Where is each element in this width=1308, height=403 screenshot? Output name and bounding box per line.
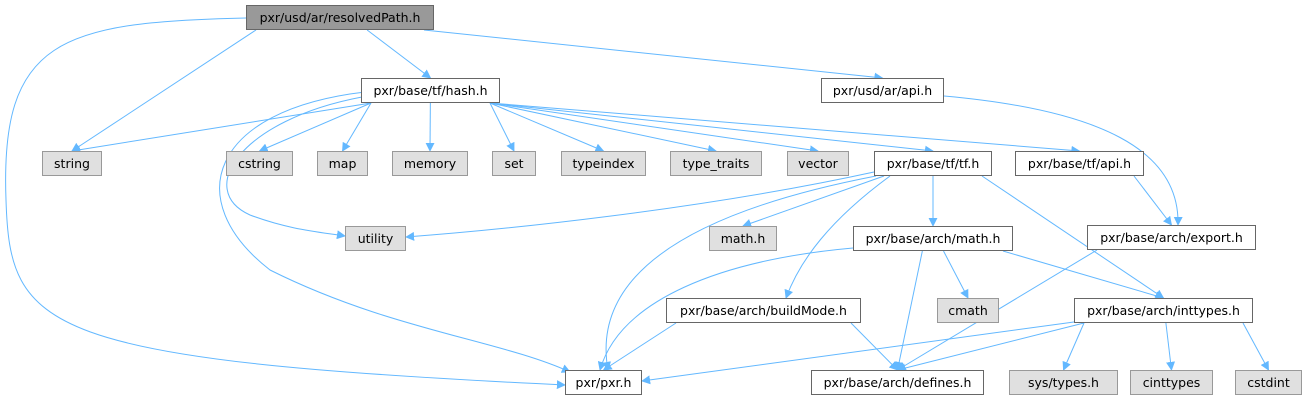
node-string: string — [42, 151, 102, 176]
edge-inttypes-to-cstdint — [1242, 322, 1269, 371]
edge-hash-to-pxr — [219, 91, 571, 373]
node-cinttypes: cinttypes — [1130, 370, 1213, 395]
edge-buildmode-to-defines — [850, 322, 899, 371]
edge-hash-to-set — [489, 102, 515, 152]
edge-inttypes-to-systypes — [1062, 322, 1085, 371]
node-set: set — [492, 151, 536, 176]
edge-archmath-to-cmath — [943, 250, 969, 299]
edge-tf-to-utility — [405, 171, 875, 241]
node-math-h: math.h — [709, 226, 777, 251]
edge-root-to-arapi — [423, 29, 884, 82]
edge-hash-to-vector — [489, 102, 819, 155]
edge-tfapi-to-export — [1133, 175, 1173, 226]
edge-hash-to-utility — [226, 96, 363, 240]
node-memory: memory — [392, 151, 468, 176]
node-map: map — [317, 151, 368, 176]
node-tf-hash-h[interactable]: pxr/base/tf/hash.h — [361, 78, 500, 103]
node-arch-inttypes-h[interactable]: pxr/base/arch/inttypes.h — [1074, 298, 1253, 323]
node-type-traits: type_traits — [670, 151, 762, 176]
edge-hash-to-tf — [489, 102, 934, 155]
node-cstdint: cstdint — [1235, 370, 1302, 395]
node-arch-defines-h[interactable]: pxr/base/arch/defines.h — [811, 370, 984, 395]
edge-tf-to-buildmode — [784, 175, 891, 299]
edge-hash-to-tfapi — [489, 102, 1081, 155]
node-typeindex: typeindex — [561, 151, 646, 176]
edge-archmath-to-defines — [894, 250, 923, 371]
edge-root-to-hash — [366, 29, 432, 79]
node-sys-types-h: sys/types.h — [1009, 370, 1118, 395]
node-pxr-h[interactable]: pxr/pxr.h — [565, 370, 642, 395]
node-tf-tf-h[interactable]: pxr/base/tf/tf.h — [874, 151, 992, 176]
edge-tf-to-mathh — [742, 175, 885, 228]
edge-tf-to-inttypes — [981, 175, 1165, 299]
edge-tf-to-pxr — [602, 175, 877, 371]
node-arch-math-h[interactable]: pxr/base/arch/math.h — [853, 226, 1013, 251]
node-root-resolvedpath-h[interactable]: pxr/usd/ar/resolvedPath.h — [246, 5, 434, 30]
node-utility: utility — [345, 226, 406, 251]
node-arch-export-h[interactable]: pxr/base/arch/export.h — [1087, 225, 1256, 250]
edge-hash-to-typeindex — [489, 102, 605, 152]
edge-hash-to-string — [71, 102, 372, 155]
edge-hash-to-type_traits — [489, 102, 717, 154]
node-arch-buildmode-h[interactable]: pxr/base/arch/buildMode.h — [666, 298, 861, 323]
edge-buildmode-to-pxr — [602, 322, 677, 371]
edge-hash-to-map — [342, 102, 372, 152]
edge-archmath-to-inttypes — [1002, 250, 1165, 301]
edge-archmath-to-pxr — [597, 247, 854, 371]
edge-hash-to-cstring — [258, 102, 372, 152]
node-tf-api-h[interactable]: pxr/base/tf/api.h — [1015, 151, 1144, 176]
edge-root-to-string — [71, 29, 257, 152]
node-cstring: cstring — [226, 151, 293, 176]
edge-root-to-pxr — [5, 17, 566, 390]
node-ar-api-h[interactable]: pxr/usd/ar/api.h — [821, 78, 944, 103]
node-vector: vector — [787, 151, 849, 176]
edge-inttypes-to-cinttypes — [1165, 322, 1176, 371]
node-cmath: cmath — [937, 298, 999, 323]
edge-arapi-to-export — [943, 95, 1183, 226]
edge-inttypes-to-defines — [896, 322, 1085, 373]
